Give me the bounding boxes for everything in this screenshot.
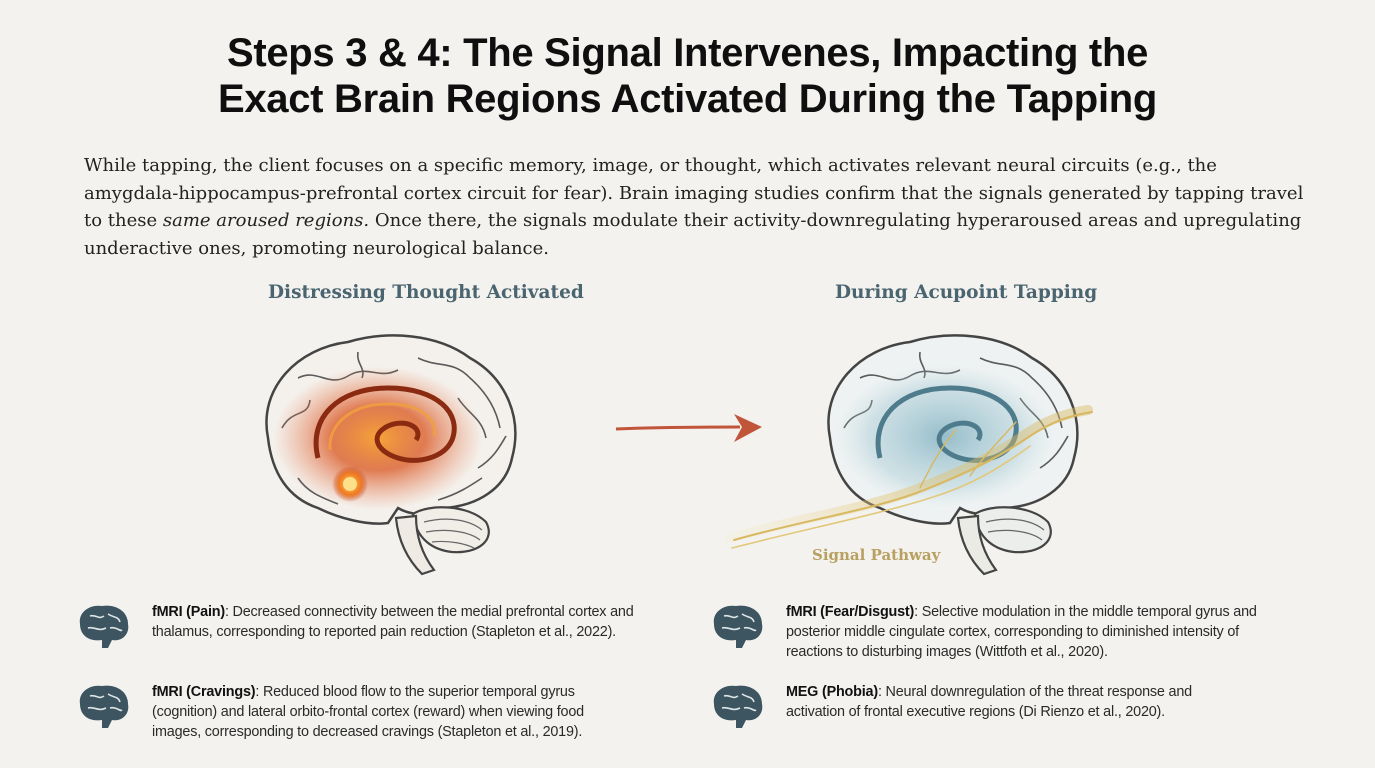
signal-pathway [725, 405, 1093, 549]
signal-pathway-label: Signal Pathway [812, 546, 941, 564]
finding-label: fMRI (Cravings) [152, 684, 256, 700]
brain-icon [713, 685, 763, 728]
finding-label: MEG (Phobia) [786, 684, 878, 700]
calm-brain-illustration [720, 318, 1140, 585]
brain-icon [713, 605, 763, 648]
intro-emphasis: same aroused regions. [162, 210, 370, 231]
finding-text: fMRI (Fear/Disgust): Selective modulatio… [786, 602, 1268, 663]
finding-label: fMRI (Pain) [152, 604, 225, 620]
intro-paragraph: While tapping, the client focuses on a s… [84, 152, 1304, 262]
brain-icon [79, 605, 129, 648]
finding-text: fMRI (Pain): Decreased connectivity betw… [152, 602, 674, 642]
title-line-2: Exact Brain Regions Activated During the… [217, 77, 1158, 121]
right-panel-label: During Acupoint Tapping [835, 282, 1098, 303]
finding-text: fMRI (Cravings): Reduced blood flow to t… [152, 682, 634, 743]
finding-phobia: MEG (Phobia): Neural downregulation of t… [708, 682, 1228, 730]
intro-text-2: Once there, the signals modulate their a… [84, 210, 1302, 259]
title-line-1: Steps 3 & 4: The Signal Intervenes, Impa… [226, 31, 1149, 75]
left-panel-label: Distressing Thought Activated [268, 282, 584, 303]
finding-description: : Selective modulation in the middle tem… [786, 604, 1257, 661]
finding-description: : Neural downregulation of the threat re… [786, 684, 1192, 721]
finding-pain: fMRI (Pain): Decreased connectivity betw… [74, 602, 674, 650]
finding-cravings: fMRI (Cravings): Reduced blood flow to t… [74, 682, 634, 743]
brain-icon [79, 685, 129, 728]
finding-description: : Reduced blood flow to the superior tem… [152, 684, 584, 741]
activated-brain-illustration [238, 318, 528, 585]
finding-label: fMRI (Fear/Disgust) [786, 604, 915, 620]
finding-description: : Decreased connectivity between the med… [152, 604, 634, 641]
finding-text: MEG (Phobia): Neural downregulation of t… [786, 682, 1228, 722]
transition-arrow [612, 408, 764, 453]
finding-fear-disgust: fMRI (Fear/Disgust): Selective modulatio… [708, 602, 1268, 663]
intro-text-1: While tapping, the client focuses on a s… [84, 155, 1304, 231]
page-title: Steps 3 & 4: The Signal Intervenes, Impa… [0, 30, 1375, 122]
